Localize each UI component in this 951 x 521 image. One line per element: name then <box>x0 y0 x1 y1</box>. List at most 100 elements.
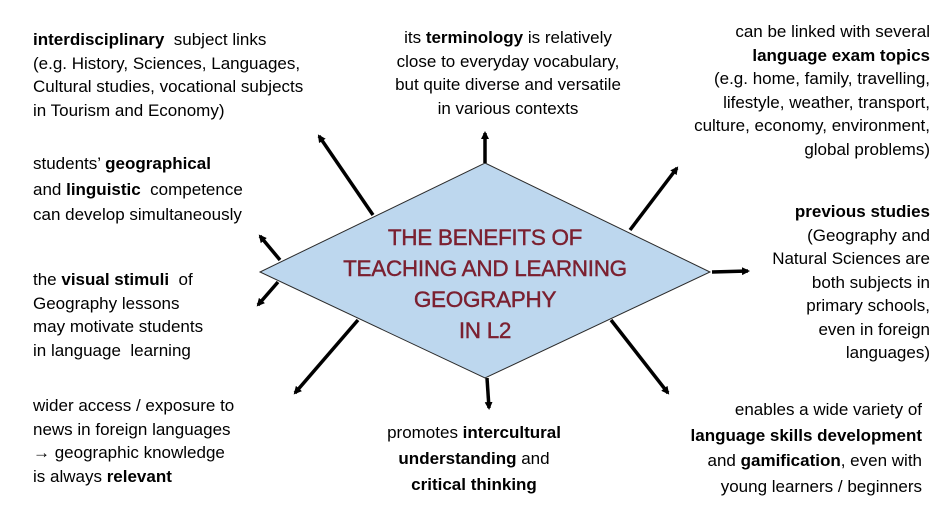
text-line: → geographic knowledge <box>33 441 234 465</box>
center-diamond <box>258 162 712 379</box>
text-line: the visual stimuli of <box>33 268 203 292</box>
benefit-exam-topics: can be linked with several language exam … <box>694 20 930 161</box>
text-line: and gamification, even with <box>691 448 922 474</box>
emphasis-text: language skills development <box>690 425 922 445</box>
text-line: languages) <box>772 341 930 365</box>
text-segment: its <box>404 28 426 47</box>
text-segment: is always <box>33 466 107 486</box>
text-line: primary schools, <box>772 294 930 318</box>
text-line: (e.g. home, family, travelling, <box>694 67 930 91</box>
arrow-upper-left <box>317 134 375 216</box>
emphasis-text: understanding <box>398 449 517 468</box>
emphasis-text: interdisciplinary <box>33 30 165 49</box>
arrow-lower-left <box>293 318 360 395</box>
text-segment: Geography lessons <box>33 293 180 313</box>
text-line: close to everyday vocabulary, <box>358 50 658 74</box>
text-line: students’ geographical <box>33 151 243 177</box>
text-segment: students’ <box>33 154 106 173</box>
diagram-title: THE BENEFITS OF TEACHING AND LEARNING GE… <box>285 222 685 346</box>
emphasis-text: critical thinking <box>411 475 537 494</box>
arrow-upper-right <box>628 166 679 232</box>
text-line: interdisciplinary subject links <box>33 28 303 52</box>
text-line: global problems) <box>694 138 930 162</box>
text-line: Cultural studies, vocational subjects <box>33 75 303 99</box>
text-segment: subject links <box>164 30 267 49</box>
text-segment: in various contexts <box>437 98 579 118</box>
emphasis-text: visual stimuli <box>61 270 170 289</box>
text-segment: culture, economy, environment, <box>694 116 930 135</box>
emphasis-text: intercultural <box>462 423 561 442</box>
arrow-right <box>711 267 750 276</box>
text-line: can develop simultaneously <box>33 202 243 228</box>
emphasis-text: language exam topics <box>752 45 930 65</box>
text-segment: (e.g. History, Sciences, Languages, <box>33 53 301 73</box>
text-segment: primary schools, <box>806 296 930 315</box>
arrow-left-up <box>258 234 282 262</box>
emphasis-text: linguistic <box>66 179 141 199</box>
text-segment: young learners / beginners <box>720 476 922 496</box>
text-segment: , even with <box>840 451 922 470</box>
text-line: (e.g. History, Sciences, Languages, <box>33 52 303 76</box>
text-line: language exam topics <box>694 44 930 68</box>
text-line: previous studies <box>772 200 930 224</box>
text-segment: enables a wide variety of <box>734 400 922 419</box>
text-segment: and <box>707 451 741 470</box>
text-segment: wider access / exposure to <box>33 396 235 415</box>
text-segment: but quite diverse and versatile <box>395 75 621 94</box>
emphasis-text: geographical <box>105 154 211 173</box>
text-segment: competence <box>140 179 243 199</box>
text-line: Geography lessons <box>33 292 203 316</box>
emphasis-text: terminology <box>425 28 524 47</box>
text-line: critical thinking <box>334 472 614 498</box>
text-segment: Cultural studies, vocational subjects <box>33 77 304 96</box>
text-line: enables a wide variety of <box>691 397 922 423</box>
text-segment: languages) <box>845 343 930 362</box>
text-segment: and <box>33 179 67 199</box>
text-segment: may motivate students <box>33 317 204 336</box>
text-segment: news in foreign languages <box>33 419 231 439</box>
text-line: Natural Sciences are <box>772 247 930 271</box>
text-line: (Geography and <box>772 224 930 248</box>
text-segment: even in foreign <box>818 319 930 339</box>
arrow-left-down <box>256 280 280 307</box>
arrow-down <box>484 377 493 410</box>
emphasis-text: relevant <box>106 466 172 486</box>
arrow-lower-right <box>609 318 670 395</box>
text-line: promotes intercultural <box>334 420 614 446</box>
text-line: even in foreign <box>772 318 930 342</box>
text-segment: lifestyle, weather, transport, <box>723 92 930 112</box>
title-line: TEACHING AND LEARNING <box>343 256 627 281</box>
text-line: may motivate students <box>33 315 203 339</box>
benefit-language-skills: enables a wide variety of language skills… <box>691 397 922 499</box>
text-segment: the <box>33 270 62 289</box>
text-segment: in Tourism and Economy) <box>33 100 225 120</box>
text-segment: (Geography and <box>807 225 930 245</box>
text-segment: of <box>169 270 193 289</box>
text-line: both subjects in <box>772 271 930 295</box>
text-line: culture, economy, environment, <box>694 114 930 138</box>
text-line: its terminology is relatively <box>358 26 658 50</box>
title-line: IN L2 <box>458 318 512 343</box>
text-line: is always relevant <box>33 465 234 489</box>
text-segment: is relatively <box>523 28 612 47</box>
text-line: wider access / exposure to <box>33 394 234 418</box>
text-segment: close to everyday vocabulary, <box>396 51 620 71</box>
text-segment: can be linked with several <box>735 22 930 41</box>
text-line: lifestyle, weather, transport, <box>694 91 930 115</box>
text-segment: → geographic knowledge <box>33 443 225 462</box>
title-line: GEOGRAPHY <box>413 287 557 312</box>
benefit-news-access: wider access / exposure to news in foreig… <box>33 394 234 488</box>
text-segment: (e.g. home, family, travelling, <box>713 69 930 88</box>
text-line: can be linked with several <box>694 20 930 44</box>
emphasis-text: previous studies <box>794 202 930 221</box>
text-segment: both subjects in <box>811 272 930 292</box>
text-line: news in foreign languages <box>33 418 234 442</box>
text-line: in language learning <box>33 339 203 363</box>
text-segment: promotes <box>387 423 463 442</box>
